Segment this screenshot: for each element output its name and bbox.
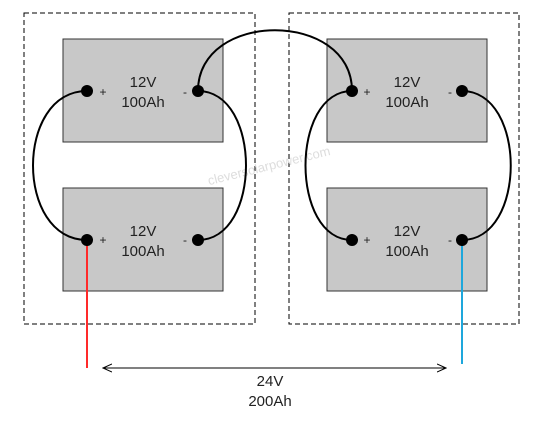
battery-voltage: 12V xyxy=(130,223,157,240)
negative-sign: - xyxy=(183,233,187,247)
left-negative-parallel-wire xyxy=(197,90,247,241)
battery-voltage: 12V xyxy=(394,223,421,240)
battery-voltage: 12V xyxy=(130,74,157,91)
negative-terminal xyxy=(192,85,204,97)
interconnect-wires xyxy=(32,29,512,241)
negative-terminal xyxy=(456,234,468,246)
positive-sign: + xyxy=(99,233,106,247)
positive-sign: + xyxy=(363,85,370,99)
left-parallel-group-outline xyxy=(23,12,256,325)
positive-terminal xyxy=(346,85,358,97)
positive-sign: + xyxy=(99,85,106,99)
total-capacity: 200Ah xyxy=(248,393,291,410)
battery-capacity: 100Ah xyxy=(121,94,164,111)
watermark-text: cleversolarpower.com xyxy=(206,143,332,188)
negative-sign: - xyxy=(448,85,452,99)
right-positive-parallel-wire xyxy=(304,90,353,241)
left-positive-parallel-wire xyxy=(32,90,88,241)
positive-sign: + xyxy=(363,233,370,247)
total-voltage: 24V xyxy=(257,373,284,390)
right-negative-parallel-wire xyxy=(461,90,512,241)
negative-terminal xyxy=(192,234,204,246)
negative-sign: - xyxy=(183,85,187,99)
series-link-wire xyxy=(197,29,353,92)
battery-voltage: 12V xyxy=(394,74,421,91)
battery-capacity: 100Ah xyxy=(385,94,428,111)
terminals xyxy=(81,85,468,246)
battery-capacity: 100Ah xyxy=(385,243,428,260)
right-parallel-group-outline xyxy=(288,12,520,325)
battery-capacity: 100Ah xyxy=(121,243,164,260)
positive-terminal xyxy=(346,234,358,246)
positive-terminal xyxy=(81,85,93,97)
positive-terminal xyxy=(81,234,93,246)
negative-sign: - xyxy=(448,233,452,247)
negative-terminal xyxy=(456,85,468,97)
